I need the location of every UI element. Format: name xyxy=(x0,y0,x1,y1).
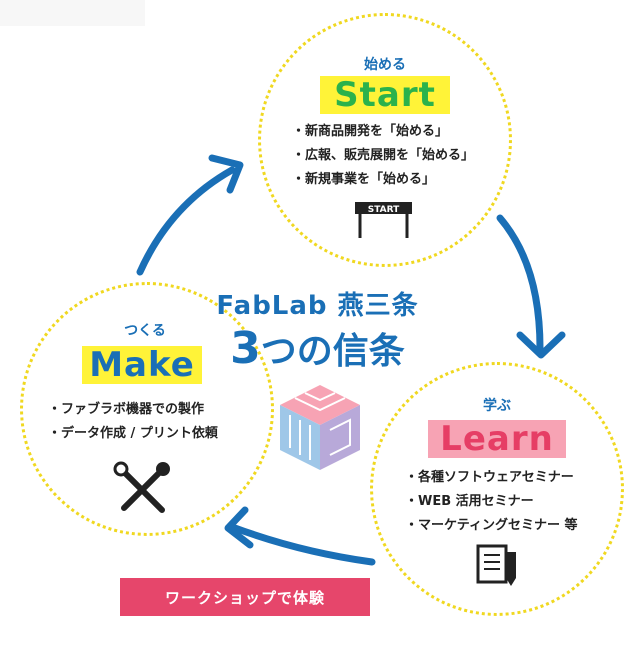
arrow-learn-to-make xyxy=(231,524,376,566)
list-item: 新商品開発を「始める」 xyxy=(292,120,474,144)
list-item: 各種ソフトウェアセミナー xyxy=(405,466,578,490)
start-subtitle: 始める xyxy=(364,57,406,73)
list-item: ファブラボ機器での製作 xyxy=(48,398,218,422)
make-subtitle: つくる xyxy=(124,323,166,339)
arrow-make-to-start xyxy=(136,166,236,276)
arrowhead-learn xyxy=(516,331,566,359)
learn-list: 各種ソフトウェアセミナー WEB 活用セミナー マーケティングセミナー 等 xyxy=(405,466,578,538)
list-item: WEB 活用セミナー xyxy=(405,490,578,514)
learn-heading: Learn xyxy=(428,420,566,458)
start-list: 新商品開発を「始める」 広報、販売展開を「始める」 新規事業を「始める」 xyxy=(292,120,474,192)
learn-circle xyxy=(370,362,624,616)
make-list: ファブラボ機器での製作 データ作成 / プリント依頼 xyxy=(48,398,218,446)
list-item: データ作成 / プリント依頼 xyxy=(48,422,218,446)
list-item: 新規事業を「始める」 xyxy=(292,168,474,192)
list-item: 広報、販売展開を「始める」 xyxy=(292,144,474,168)
main-title-rest: つの信条 xyxy=(260,331,405,372)
list-item: マーケティングセミナー 等 xyxy=(405,514,578,538)
make-circle xyxy=(20,282,274,536)
gate-label: START xyxy=(368,205,400,215)
learn-subtitle: 学ぶ xyxy=(483,398,511,414)
arrowhead-start xyxy=(208,154,244,194)
start-heading: Start xyxy=(320,76,450,114)
arrow-start-to-learn xyxy=(496,214,544,352)
main-title-line2: 3つの信条 xyxy=(0,322,635,374)
main-title-line1: FabLab 燕三条 xyxy=(216,291,419,321)
start-circle xyxy=(258,13,512,267)
arrowhead-make xyxy=(224,506,254,549)
corner-artifact xyxy=(0,0,145,26)
make-heading: Make xyxy=(82,346,202,384)
main-title-number: 3 xyxy=(230,323,261,374)
workshop-banner: ワークショップで体験 xyxy=(120,578,370,616)
